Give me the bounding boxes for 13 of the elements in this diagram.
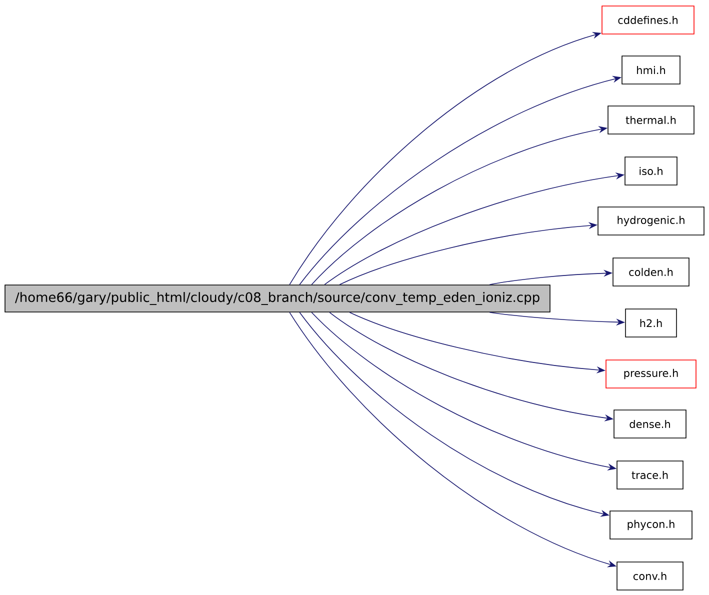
header-box: hmi.h: [622, 56, 680, 84]
header-box: h2.h: [625, 308, 677, 338]
file-box: /home66/gary/public_html/cloudy/c08_branch/source/conv_temp_eden_ioniz.cpp: [4, 284, 550, 312]
header-box: colden.h: [612, 258, 690, 286]
header-box: phycon.h: [610, 510, 692, 540]
header-box: cddefines.h: [602, 6, 694, 34]
header-box: trace.h: [616, 460, 684, 490]
header-box: dense.h: [614, 410, 686, 438]
header-box: iso.h: [624, 156, 678, 186]
header-box: pressure.h: [606, 360, 696, 388]
header-box: conv.h: [616, 562, 684, 590]
header-box: hydrogenic.h: [598, 206, 704, 236]
header-box: thermal.h: [608, 106, 694, 134]
